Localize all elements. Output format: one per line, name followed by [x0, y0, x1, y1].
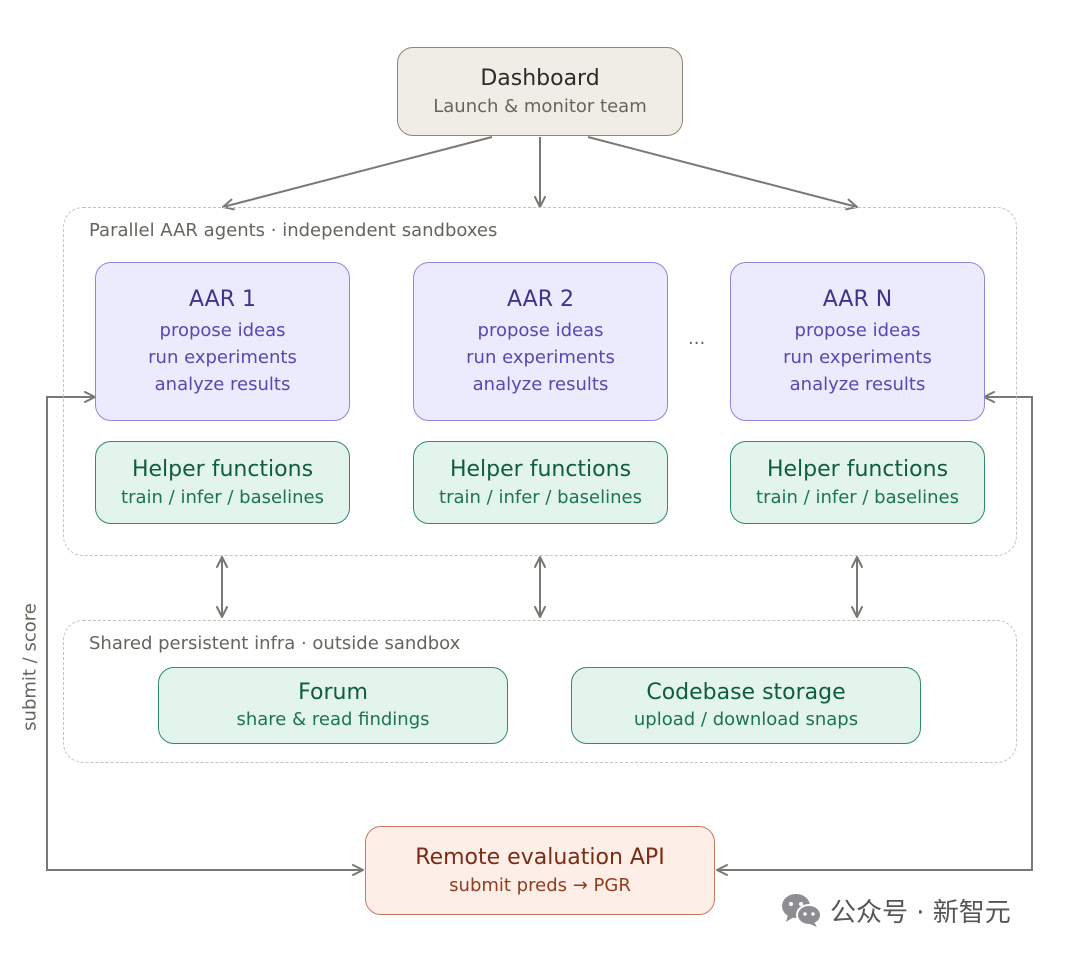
forum-box: Forum share & read findings — [158, 667, 508, 744]
codebase-title: Codebase storage — [646, 679, 846, 705]
aar-task: run experiments — [466, 347, 615, 368]
aar-task: analyze results — [154, 374, 291, 395]
arrow-submit-score-left — [46, 391, 364, 876]
aar-task: propose ideas — [477, 320, 604, 341]
remote-eval-api-box: Remote evaluation API submit preds → PGR — [365, 826, 715, 915]
helper-box-1: Helper functions train / infer / baselin… — [95, 441, 350, 524]
helper-title: Helper functions — [766, 456, 949, 482]
submit-score-label: submit / score — [19, 603, 41, 731]
helper-box-2: Helper functions train / infer / baselin… — [413, 441, 668, 524]
watermark: 公众号 · 新智元 — [780, 891, 1011, 929]
aar-box-n: AAR N propose ideas run experiments anal… — [730, 262, 985, 421]
aar-title: AAR 2 — [507, 287, 574, 312]
agents-group-label: Parallel AAR agents · independent sandbo… — [89, 220, 498, 241]
remote-title: Remote evaluation API — [415, 844, 665, 870]
aar-task: run experiments — [783, 347, 932, 368]
remote-subtitle: submit preds → PGR — [449, 874, 631, 896]
codebase-storage-box: Codebase storage upload / download snaps — [571, 667, 921, 744]
aar-task: propose ideas — [159, 320, 286, 341]
aar-task: analyze results — [789, 374, 926, 395]
dashboard-subtitle: Launch & monitor team — [433, 95, 647, 117]
watermark-text: 公众号 · 新智元 — [830, 897, 1011, 928]
helper-subtitle: train / infer / baselines — [121, 486, 324, 508]
helper-title: Helper functions — [449, 456, 632, 482]
arrow-submit-score-right — [716, 391, 1033, 876]
shared-infra-group — [63, 620, 1017, 763]
helper-subtitle: train / infer / baselines — [756, 486, 959, 508]
aar-box-1: AAR 1 propose ideas run experiments anal… — [95, 262, 350, 421]
aar-task: analyze results — [472, 374, 609, 395]
aar-task: propose ideas — [794, 320, 921, 341]
aar-title: AAR N — [822, 287, 893, 312]
wechat-icon — [782, 894, 822, 927]
agents-sandbox-group — [63, 207, 1017, 556]
forum-subtitle: share & read findings — [236, 708, 430, 730]
arrow-dashboard-to-aar-n — [587, 136, 858, 211]
forum-title: Forum — [298, 679, 368, 705]
more-agents-ellipsis: ··· — [688, 333, 706, 354]
helper-title: Helper functions — [131, 456, 314, 482]
aar-task: run experiments — [148, 347, 297, 368]
helper-box-n: Helper functions train / infer / baselin… — [730, 441, 985, 524]
codebase-subtitle: upload / download snaps — [633, 708, 859, 730]
helper-subtitle: train / infer / baselines — [439, 486, 642, 508]
infra-group-label: Shared persistent infra · outside sandbo… — [89, 633, 461, 654]
arrow-dashboard-to-aar-1 — [222, 136, 493, 211]
aar-box-2: AAR 2 propose ideas run experiments anal… — [413, 262, 668, 421]
dashboard-box: Dashboard Launch & monitor team — [397, 47, 683, 136]
aar-title: AAR 1 — [189, 287, 256, 312]
dashboard-title: Dashboard — [480, 65, 600, 91]
